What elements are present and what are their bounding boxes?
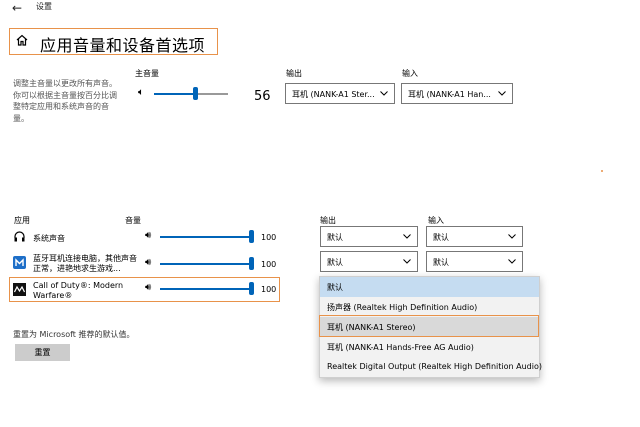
browser-output-dropdown[interactable]: 默认 [320, 251, 418, 272]
master-output-value: 耳机 (NANK-A1 Ster... [292, 90, 375, 99]
master-input-value: 耳机 (NANK-A1 Han... [408, 90, 491, 99]
browser-input-dropdown[interactable]: 默认 [426, 251, 523, 272]
game-app-icon [13, 283, 26, 296]
cod-volume-thumb[interactable] [249, 282, 254, 295]
master-volume-thumb[interactable] [193, 87, 198, 100]
system-output-value: 默认 [327, 233, 343, 242]
browser-output-value: 默认 [327, 258, 343, 267]
app-name-browser: 蓝牙耳机连接电脑，其他声音正常，进艳地求生游戏... [33, 254, 137, 273]
option-nank-stereo[interactable]: 耳机 (NANK-A1 Stereo) [320, 317, 539, 337]
browser-volume-track[interactable] [160, 263, 252, 265]
system-volume-track[interactable] [160, 236, 252, 238]
master-volume-fill [154, 93, 195, 95]
master-input-dropdown[interactable]: 耳机 (NANK-A1 Han... [401, 83, 513, 104]
decorative-dot [601, 170, 603, 172]
chevron-down-icon [403, 234, 411, 239]
column-input: 输入 [428, 216, 444, 225]
speaker-icon[interactable]: 🔈︎ [138, 87, 144, 98]
output-options-popup: 默认 扬声器 (Realtek High Definition Audio) 耳… [319, 276, 542, 378]
chevron-down-icon [508, 234, 516, 239]
chevron-down-icon [380, 91, 388, 96]
master-input-label: 输入 [402, 69, 418, 78]
page-description: 调整主音量以更改所有声音。你可以根据主音量按百分比调整特定应用和系统声音的音量。 [13, 79, 117, 123]
speaker-icon[interactable]: 🔊︎ [145, 282, 152, 293]
cod-volume-value: 100 [261, 285, 277, 294]
speaker-icon[interactable]: 🔊︎ [145, 257, 152, 268]
cod-row-highlight [9, 277, 280, 302]
back-button[interactable]: ← [12, 1, 23, 15]
browser-input-value: 默认 [433, 258, 449, 267]
chevron-down-icon [498, 91, 506, 96]
home-icon[interactable] [15, 33, 29, 47]
system-input-value: 默认 [433, 233, 449, 242]
system-input-dropdown[interactable]: 默认 [426, 226, 523, 247]
master-output-dropdown[interactable]: 耳机 (NANK-A1 Ster... [285, 83, 395, 104]
column-output: 输出 [320, 216, 336, 225]
system-output-dropdown[interactable]: 默认 [320, 226, 418, 247]
title-highlight [9, 28, 218, 55]
chevron-down-icon [403, 259, 411, 264]
speaker-icon[interactable]: 🔊︎ [145, 230, 152, 241]
column-app: 应用 [14, 216, 30, 225]
option-highlight-box [319, 315, 539, 337]
browser-volume-value: 100 [261, 260, 277, 269]
option-default[interactable]: 默认 [320, 277, 539, 297]
master-output-label: 输出 [286, 69, 302, 78]
app-name-cod: Call of Duty®: Modern Warfare® [33, 281, 124, 300]
column-volume: 音量 [125, 216, 141, 225]
option-nank-handsfree[interactable]: 耳机 (NANK-A1 Hands-Free AG Audio) [327, 343, 474, 352]
option-realtek-digital[interactable]: Realtek Digital Output (Realtek High Def… [327, 362, 542, 371]
option-realtek-speaker[interactable]: 扬声器 (Realtek High Definition Audio) [327, 303, 478, 312]
cod-volume-track[interactable] [160, 288, 252, 290]
browser-volume-thumb[interactable] [249, 257, 254, 270]
system-volume-thumb[interactable] [249, 230, 254, 243]
app-name-system: 系统声音 [33, 234, 65, 243]
master-volume-value: 56 [254, 89, 271, 104]
browser-app-icon [13, 256, 26, 269]
page-title: 应用音量和设备首选项 [40, 36, 206, 55]
chevron-down-icon [508, 259, 516, 264]
app-title: 设置 [36, 2, 52, 11]
reset-button[interactable]: 重置 [15, 344, 70, 361]
system-volume-value: 100 [261, 233, 277, 242]
headphones-icon [14, 231, 25, 242]
reset-description: 重置为 Microsoft 推荐的默认值。 [13, 330, 135, 339]
master-volume-label: 主音量 [135, 69, 159, 78]
